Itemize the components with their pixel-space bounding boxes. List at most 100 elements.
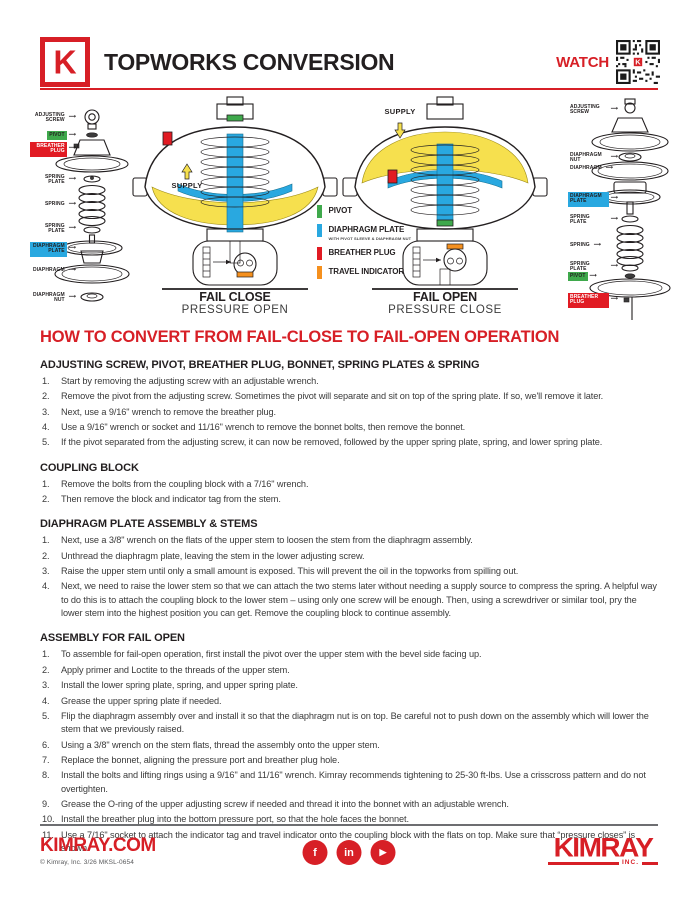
travel-indicator-part (446, 243, 464, 250)
part-label-spring-plate: SPRING PLATE (568, 213, 618, 228)
part-label-pivot: PIVOT (568, 272, 618, 281)
facebook-icon[interactable]: f (302, 840, 328, 865)
kimray-logo: K (40, 37, 90, 87)
caption-subtitle: PRESSURE CLOSE (388, 304, 502, 317)
legend-item: DIAPHRAGM PLATE WITH PIVOT SLEEVE & DIAP… (317, 224, 411, 241)
caption-fail-close: FAIL CLOSE PRESSURE OPEN (155, 290, 315, 318)
supply-arrow-down (394, 122, 406, 139)
list-item: Flip the diaphragm assembly over and ins… (42, 710, 649, 735)
legend-color-bar (317, 265, 322, 279)
list-item: Next, use a 9/16" wrench to remove the b… (42, 406, 277, 420)
footer: KIMRAY.COM © Kimray, Inc. 3/26 MKSL-0654… (40, 824, 658, 866)
list-item: Grease the O-ring of the upper adjusting… (42, 798, 509, 812)
legend-item: BREATHER PLUG (317, 246, 411, 260)
section-heading: ASSEMBLY FOR FAIL OPEN (40, 632, 185, 645)
list-item: Next, use a 3/8" wrench on the flats of … (42, 534, 473, 548)
legend-label: TRAVEL INDICATOR (328, 266, 405, 276)
part-label-spring: SPRING (30, 200, 76, 209)
section-heading: ADJUSTING SCREW, PIVOT, BREATHER PLUG, B… (40, 359, 480, 371)
list-item: If the pivot separated from the adjustin… (42, 436, 603, 450)
cross-section-fail-close (132, 96, 338, 290)
part-label-spring: SPRING (568, 241, 618, 250)
legend-item: PIVOT (317, 205, 411, 218)
supply-label-fail-close: SUPPLY (171, 181, 203, 190)
part-label-breather-plug: BREATHER PLUG (30, 142, 76, 157)
list-item: Using a 3/8" wrench on the stem flats, t… (42, 739, 380, 753)
list-item: To assemble for fail-open operation, fir… (42, 648, 482, 662)
list-item: Next, we need to raise the lower stem so… (42, 580, 657, 619)
list-item: Remove the bolts from the coupling block… (42, 478, 309, 492)
list-item: Grease the upper spring plate if needed. (42, 695, 222, 709)
copyright-text: © Kimray, Inc. 3/26 MKSL-0654 (40, 859, 134, 866)
step-list: Start by removing the adjusting screw wi… (40, 375, 660, 450)
watch-label: WATCH (556, 53, 609, 71)
kimray-logo-letter: K (53, 43, 77, 81)
list-item: Replace the bonnet, aligning the pressur… (42, 754, 340, 768)
instructions: HOW TO CONVERT FROM FAIL-CLOSE TO FAIL-O… (40, 328, 660, 857)
kimray-wordmark-underline: INC. (548, 859, 658, 866)
svg-text:K: K (635, 58, 641, 67)
qr-code-icon[interactable]: K (616, 40, 660, 84)
part-label-pivot: PIVOT (30, 131, 76, 140)
legend-color-bar (317, 205, 322, 218)
part-label-breather-plug: BREATHER PLUG (568, 293, 618, 308)
part-label-spring-plate: SPRING PLATE (30, 222, 76, 237)
list-item: Start by removing the adjusting screw wi… (42, 375, 319, 389)
list-item: Apply primer and Loctite to the threads … (42, 664, 290, 678)
supply-arrow-up (181, 163, 193, 180)
list-item: Install the lower spring plate, spring, … (42, 679, 298, 693)
part-label-adjusting-screw: ADJUSTING SCREW (568, 103, 618, 118)
linkedin-icon[interactable]: in (336, 840, 362, 865)
list-item: Install the bolts and lifting rings usin… (42, 769, 646, 794)
step-list: To assemble for fail-open operation, fir… (40, 648, 660, 855)
main-heading: HOW TO CONVERT FROM FAIL-CLOSE TO FAIL-O… (40, 328, 560, 346)
part-label-diaphragm-plate: DIAPHRAGM PLATE (568, 192, 618, 207)
topworks-diagrams (54, 96, 671, 320)
exploded-view-fail-open (589, 98, 671, 320)
list-item: Use a 7/16" socket to attach the indicat… (42, 829, 636, 853)
list-item: Install the breather plug into the botto… (42, 813, 409, 827)
page-title: TOPWORKS CONVERSION (104, 48, 395, 75)
site-link[interactable]: KIMRAY.COM (40, 835, 156, 856)
list-item: Then remove the block and indicator tag … (42, 493, 281, 507)
part-label-diaphragm-nut: DIAPHRAGM NUT (568, 151, 618, 166)
part-label-spring-plate: SPRING PLATE (568, 260, 618, 275)
pivot-part (226, 114, 244, 122)
section-diaphragm-plate: DIAPHRAGM PLATE ASSEMBLY & STEMS Next, u… (40, 518, 660, 620)
part-label-adjusting-screw: ADJUSTING SCREW (30, 111, 76, 126)
kimray-logo-inner: K (45, 42, 85, 82)
caption-fail-open: FAIL OPEN PRESSURE CLOSE (365, 290, 525, 318)
cross-section-fail-open (342, 96, 548, 290)
list-item: Use a 9/16" wrench or socket and 11/16" … (42, 421, 466, 435)
list-item: Remove the pivot from the adjusting scre… (42, 390, 604, 404)
section-heading: DIAPHRAGM PLATE ASSEMBLY & STEMS (40, 518, 258, 531)
legend-label: DIAPHRAGM PLATE (328, 225, 405, 234)
part-label-spring-plate: SPRING PLATE (30, 173, 76, 188)
pivot-part (436, 219, 454, 227)
diagram-band: ADJUSTING SCREW PIVOT BREATHER PLUG SPRI… (0, 92, 700, 326)
list-item: Raise the upper stem until only a small … (42, 565, 519, 579)
supply-label-fail-open: SUPPLY (384, 107, 416, 116)
legend-color-bar (317, 224, 322, 237)
kimray-wordmark: KIMRAY INC. (548, 832, 658, 866)
legend-sublabel: WITH PIVOT SLEEVE & DIAPHRAGM NUT (328, 235, 412, 241)
header: K TOPWORKS CONVERSION WATCH (40, 36, 660, 88)
youtube-icon[interactable]: ▶ (370, 840, 396, 865)
part-label-diaphragm-plate: DIAPHRAGM PLATE (30, 242, 76, 257)
step-list: Remove the bolts from the coupling block… (40, 478, 660, 507)
caption-subtitle: PRESSURE OPEN (181, 304, 289, 317)
travel-indicator-part (236, 271, 254, 278)
legend: PIVOT DIAPHRAGM PLATE WITH PIVOT SLEEVE … (317, 205, 411, 279)
section-assembly-fail-open: ASSEMBLY FOR FAIL OPEN To assemble for f… (40, 632, 660, 855)
breather-plug-part (387, 169, 398, 184)
diaphragm-plate-part (177, 183, 293, 202)
social-icons: f in ▶ (302, 840, 396, 865)
exploded-view-fail-close (54, 109, 130, 302)
kimray-wordmark-text: KIMRAY (553, 832, 654, 863)
breather-plug-part (162, 131, 173, 146)
caption-title: FAIL CLOSE (199, 290, 271, 304)
legend-label: PIVOT (328, 206, 353, 215)
caption-title: FAIL OPEN (413, 290, 477, 304)
legend-label: BREATHER PLUG (328, 247, 396, 257)
